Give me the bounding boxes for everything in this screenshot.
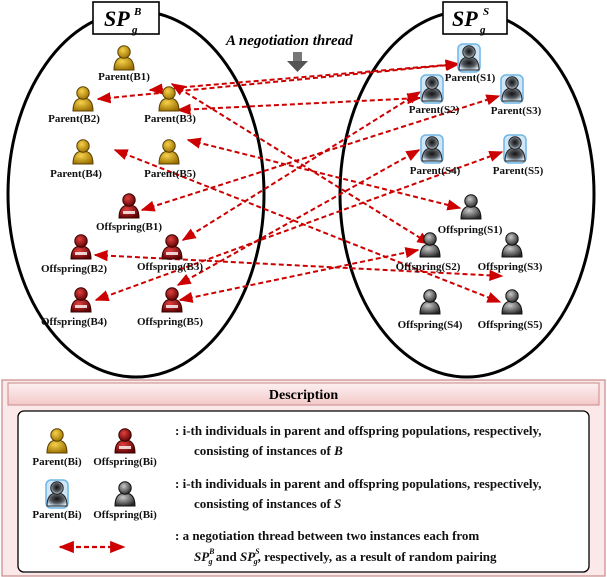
person-gray-icon <box>501 232 523 258</box>
person-gray-icon <box>419 289 441 315</box>
seller-parent-label: Parent(S1) <box>445 72 496 84</box>
buyer-set-title: SP g B <box>92 1 160 36</box>
individuals: Parent(B1) Parent(B2) Parent(B3) Parent(B4)… <box>41 43 544 331</box>
seller-parent-label: Parent(S3) <box>491 105 542 117</box>
buyer-offspring-label: Offspring(B3) <box>137 261 203 273</box>
legend-row2-line1: : i-th individuals in parent and offspri… <box>175 476 541 491</box>
legend-row3-line1: : a negotiation thread between two insta… <box>175 528 479 543</box>
description-panel: Description Parent(Bi) Offspring(Bi) : i… <box>1 379 606 577</box>
person-blue-glow-icon <box>457 43 481 73</box>
negotiation-thread-arrow <box>96 59 461 104</box>
negotiation-thread-arrow <box>178 247 420 303</box>
svg-text:SP: SP <box>104 6 130 31</box>
person-blue-glow-icon <box>420 74 444 104</box>
thread-caption: A negotiation thread <box>225 33 353 49</box>
legend-seller-offspring-label: Offspring(Bi) <box>93 509 157 521</box>
buyer-offspring-label: Offspring(B1) <box>96 221 162 233</box>
person-blue-glow-icon <box>500 74 524 104</box>
legend-row2-line2: consisting of instances of S <box>194 496 341 511</box>
buyer-set-symbol: SP <box>104 6 130 31</box>
negotiation-threads <box>93 59 504 303</box>
buyer-parent-label: Parent(B4) <box>50 168 102 180</box>
seller-offspring-label: Offspring(S1) <box>438 224 503 236</box>
seller-offspring-label: Offspring(S4) <box>398 319 463 331</box>
negotiation-thread-arrow <box>94 151 504 301</box>
down-arrow-icon <box>287 52 308 72</box>
person-gold-icon <box>158 86 180 112</box>
legend-buyer-parent-label: Parent(Bi) <box>32 456 82 468</box>
person-gold-icon <box>158 139 180 165</box>
buyer-parent-label: Parent(B1) <box>98 71 150 83</box>
seller-set-symbol: SP <box>452 6 478 31</box>
buyer-set-sub: g <box>131 24 138 36</box>
legend-seller-parent-label: Parent(Bi) <box>32 509 82 521</box>
buyer-offspring-label: Offspring(B2) <box>41 263 107 275</box>
person-gray-icon <box>419 232 441 258</box>
description-title: Description <box>269 388 338 403</box>
seller-offspring-label: Offspring(S3) <box>478 261 543 273</box>
buyer-offspring-label: Offspring(B4) <box>41 316 107 328</box>
person-blue-glow-icon <box>45 479 69 509</box>
person-gray-icon <box>460 194 482 220</box>
person-blue-glow-icon <box>503 134 527 164</box>
person-gold-icon <box>72 139 94 165</box>
person-red-icon <box>118 193 140 219</box>
seller-offspring-label: Offspring(S5) <box>478 319 543 331</box>
legend-row1-line1: : i-th individuals in parent and offspri… <box>175 423 541 438</box>
seller-parent-label: Parent(S5) <box>493 165 544 177</box>
person-red-icon <box>70 234 92 260</box>
legend-buyer-offspring-label: Offspring(Bi) <box>93 456 157 468</box>
seller-parent-label: Parent(S2) <box>409 104 460 116</box>
seller-set-sub: g <box>479 24 486 36</box>
seller-set-title: SP g S <box>442 1 508 36</box>
person-blue-glow-icon <box>420 134 444 164</box>
seller-offspring-label: Offspring(S2) <box>396 261 461 273</box>
buyer-offspring-label: Offspring(B5) <box>137 316 203 328</box>
person-gray-icon <box>501 289 523 315</box>
person-gray-icon <box>114 481 136 507</box>
person-red-icon <box>161 287 183 313</box>
person-red-icon <box>161 234 183 260</box>
seller-parent-label: Parent(S4) <box>410 165 461 177</box>
buyer-parent-label: Parent(B2) <box>48 113 100 125</box>
seller-set-sup: S <box>483 6 489 18</box>
person-red-icon <box>114 428 136 454</box>
person-gold-icon <box>72 86 94 112</box>
buyer-parent-label: Parent(B5) <box>144 168 196 180</box>
person-gold-icon <box>113 45 135 71</box>
person-gold-icon <box>46 428 68 454</box>
buyer-set-sup: B <box>133 6 141 18</box>
buyer-parent-label: Parent(B3) <box>144 113 196 125</box>
legend-row1-line2: consisting of instances of B <box>194 443 343 458</box>
person-red-icon <box>70 287 92 313</box>
